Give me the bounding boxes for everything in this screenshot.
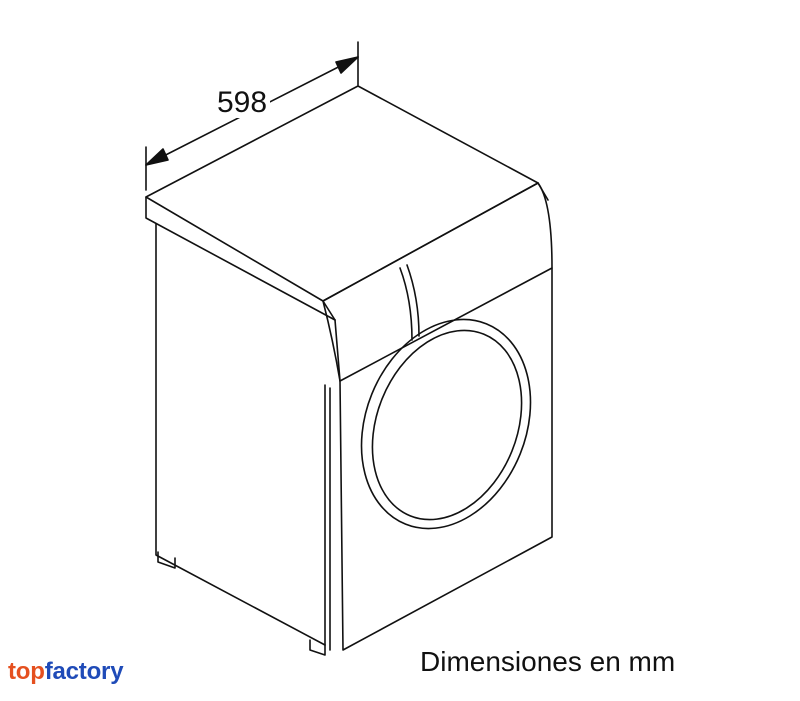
logo-part-factory: factory (44, 658, 124, 685)
width-dimension-label: 598 (214, 88, 271, 118)
units-caption: Dimensiones en mm (420, 646, 676, 677)
machine-front (339, 267, 553, 651)
machine-side (155, 223, 331, 651)
topfactory-logo: topfactory (8, 658, 124, 685)
logo-part-top: top (8, 658, 45, 685)
door (360, 318, 532, 530)
machine-feet (157, 551, 326, 656)
machine-top (145, 85, 549, 321)
